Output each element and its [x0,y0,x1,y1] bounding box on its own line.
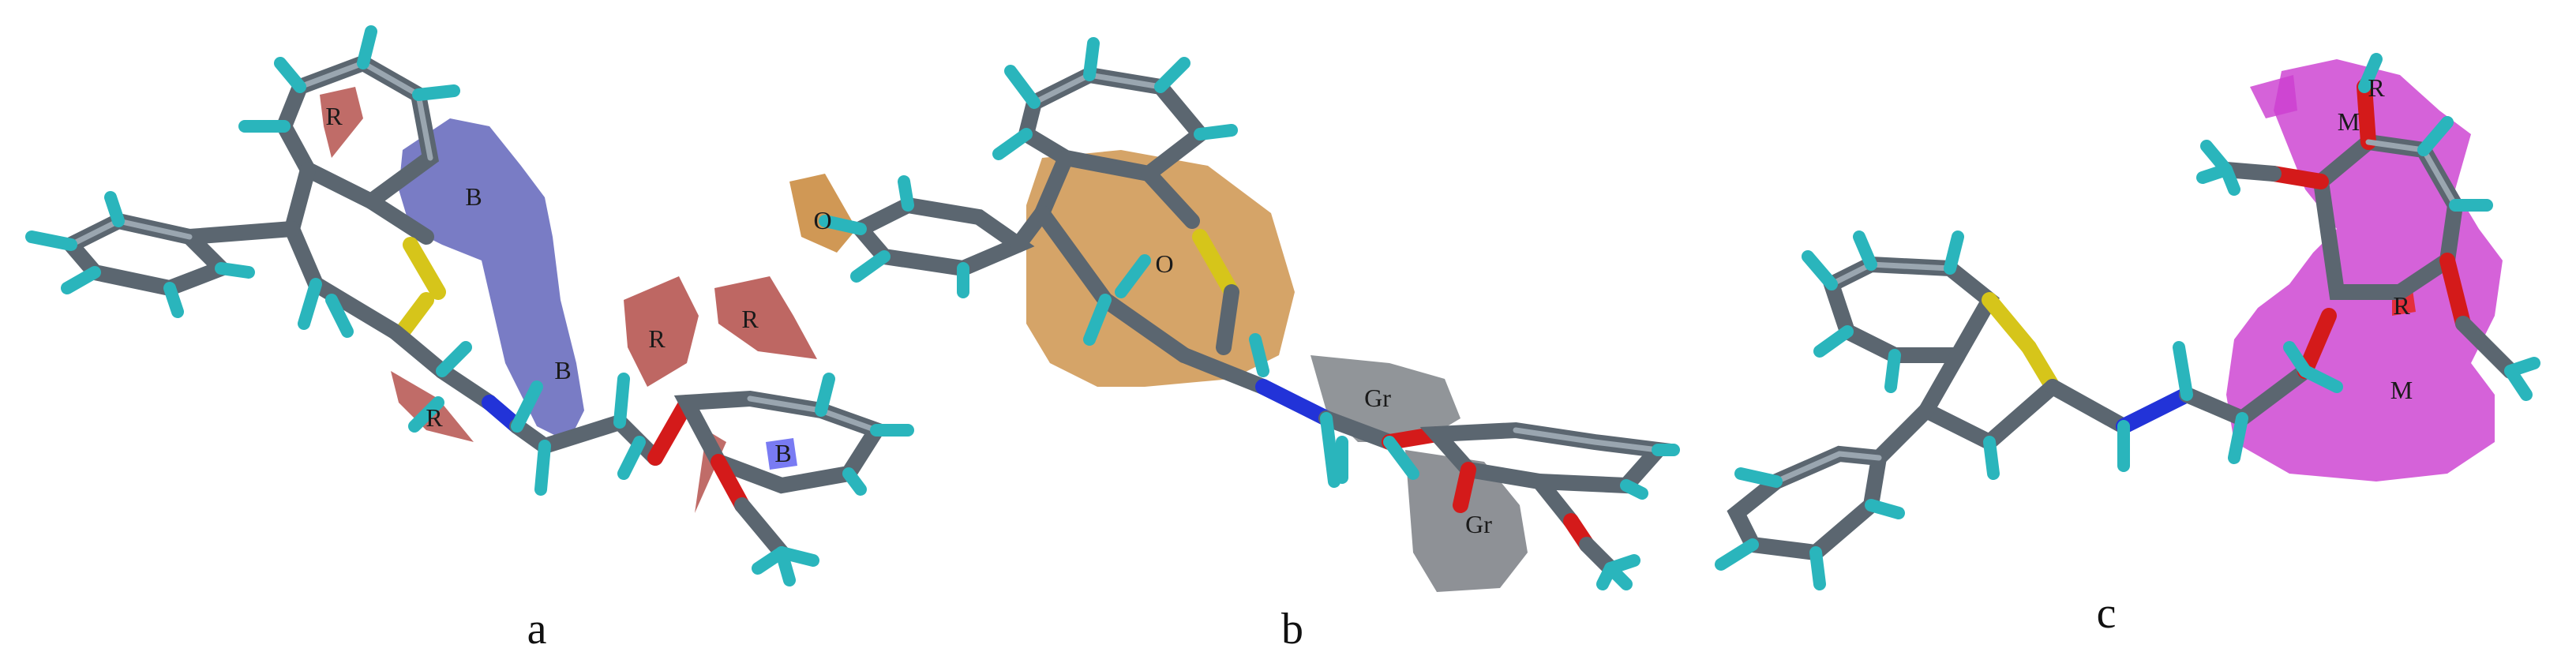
panel-a: R B B R R R B a [25,25,914,654]
panel-c-field-label-1: R [2368,73,2385,102]
panel-b-field-label-2: O [1155,249,1173,278]
panel-a-field-r-right [714,276,817,359]
panel-c-field-m-tab [2250,75,2297,118]
panel-b-field-label-1: O [813,206,831,234]
panel-b-label: b [1281,605,1303,654]
panel-a-field-r-top [320,87,363,158]
panel-b-field-label-4: Gr [1465,510,1492,538]
panel-a-hydrogens [25,25,914,586]
panel-c: R M R M c [1715,53,2540,638]
panel-a-field-label-3: B [554,356,571,384]
panel-c-field-label-3: R [2393,291,2410,320]
panel-c-field-label-4: M [2390,376,2413,404]
panel-b-hydrogens [819,37,1680,590]
panel-b-field-o-small [789,174,857,253]
panel-c-molecule [1727,79,2518,561]
panel-a-field-label-7: B [774,439,791,467]
panel-a-field-label-4: R [648,324,666,353]
panel-a-field-label-5: R [741,305,759,333]
panel-c-hydrogens [1715,53,2540,590]
panel-b: O O Gr Gr b [789,37,1680,654]
panel-a-field-label-2: B [465,182,482,211]
panel-a-label: a [527,605,547,654]
panel-c-label: c [2097,589,2117,638]
panel-b-field-label-3: Gr [1364,384,1391,412]
panel-a-field-label-1: R [325,102,343,130]
panel-a-field-b-large [399,118,584,442]
panel-b-field-gr-lower [1405,450,1528,592]
panel-a-field-r-mid [624,276,699,387]
panel-a-field-label-6: R [426,403,443,432]
panel-a-field-b-small [766,438,797,470]
panel-b-molecule [848,66,1674,576]
panel-c-field-label-2: M [2338,107,2360,136]
panel-a-molecule [58,54,889,560]
